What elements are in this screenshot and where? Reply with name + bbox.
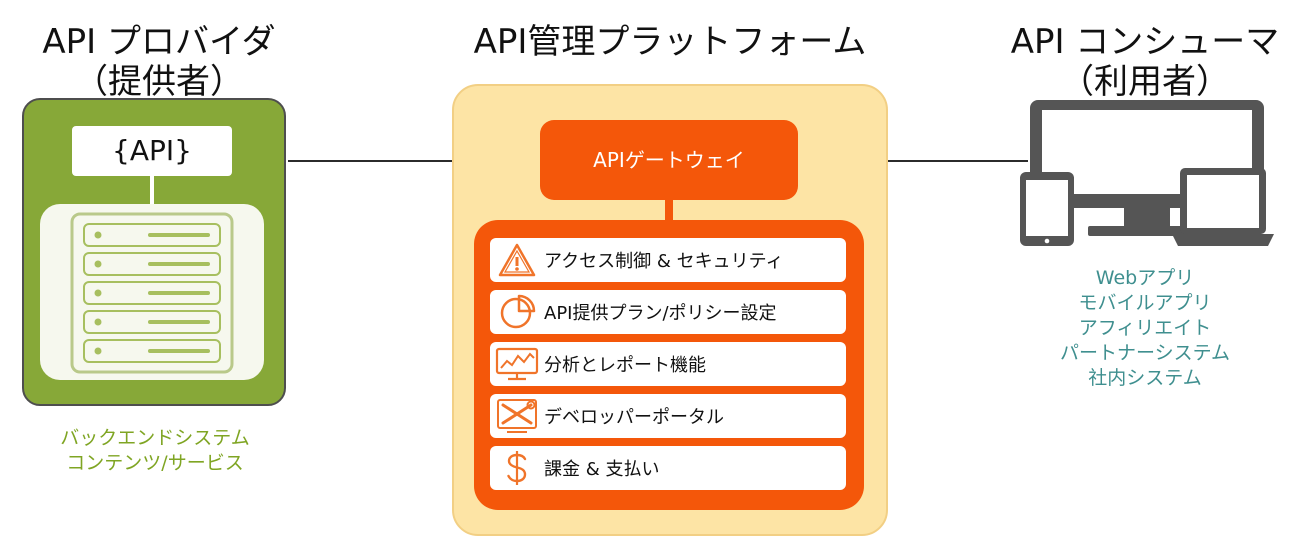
- feature-row-analytics: 分析とレポート機能: [490, 342, 846, 386]
- provider-title-line1: API プロバイダ: [42, 22, 276, 62]
- gateway-stem: [665, 200, 673, 222]
- feature-label: 課金 & 支払い: [544, 459, 660, 480]
- consumer-caption-line5: 社内システム: [1088, 367, 1202, 389]
- feature-label: 分析とレポート機能: [544, 355, 706, 376]
- api-gateway-box: APIゲートウェイ: [540, 120, 798, 200]
- consumer-caption: Webアプリ モバイルアプリ アフィリエイト パートナーシステム 社内システム: [1010, 266, 1280, 391]
- feature-row-developer-portal: デベロッパーポータル: [490, 394, 846, 438]
- api-tag-stem: [150, 176, 154, 206]
- feature-label: デベロッパーポータル: [544, 407, 724, 428]
- consumer-caption-line4: パートナーシステム: [1059, 342, 1231, 364]
- pie-chart-icon: [490, 290, 544, 334]
- server-panel: [40, 204, 264, 380]
- dollar-icon: [490, 446, 544, 490]
- feature-row-billing: 課金 & 支払い: [490, 446, 846, 490]
- consumer-caption-line1: Webアプリ: [1095, 267, 1195, 289]
- provider-caption-line2: コンテンツ/サービス: [66, 452, 244, 474]
- consumer-caption-line2: モバイルアプリ: [1078, 292, 1212, 314]
- provider-title-line2: （提供者）: [74, 62, 244, 102]
- feature-label: API提供プラン/ポリシー設定: [544, 303, 777, 324]
- consumer-title-line2: （利用者）: [1060, 62, 1230, 102]
- server-rack-icon: [70, 212, 234, 374]
- consumer-title-line1: API コンシューマ: [1010, 22, 1280, 62]
- gateway-consumer-connector: [798, 160, 1028, 162]
- consumer-devices: [1016, 94, 1276, 250]
- provider-caption-line1: バックエンドシステム: [60, 427, 250, 449]
- warning-icon: [490, 238, 544, 282]
- feature-row-access-control: アクセス制御 & セキュリティ: [490, 238, 846, 282]
- api-tag: {API}: [72, 126, 232, 176]
- feature-label: アクセス制御 & セキュリティ: [544, 251, 784, 272]
- provider-gateway-connector: [288, 160, 540, 162]
- provider-title: API プロバイダ （提供者）: [14, 22, 304, 102]
- provider-caption: バックエンドシステム コンテンツ/サービス: [0, 426, 310, 476]
- feature-row-plan-policy: API提供プラン/ポリシー設定: [490, 290, 846, 334]
- consumer-caption-line3: アフィリエイト: [1078, 317, 1212, 339]
- platform-title: API管理プラットフォーム: [473, 22, 867, 62]
- tools-icon: [490, 394, 544, 438]
- devices-icon: [1020, 100, 1274, 246]
- consumer-title: API コンシューマ （利用者）: [1000, 22, 1290, 102]
- analytics-monitor-icon: [490, 342, 544, 386]
